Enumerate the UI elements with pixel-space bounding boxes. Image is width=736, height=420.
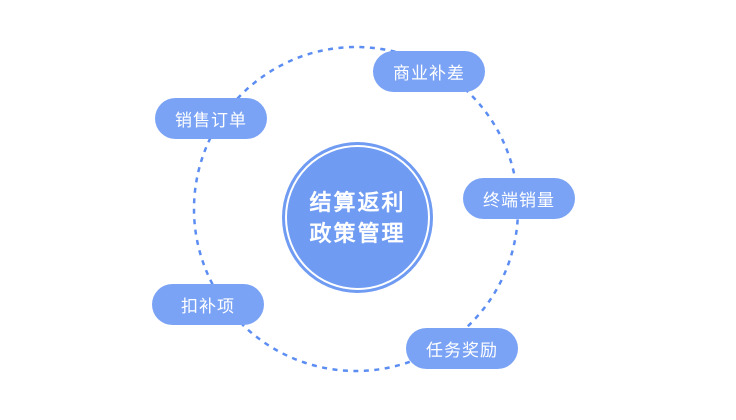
node-label: 任务奖励 (426, 341, 498, 360)
center-node-label-line2: 政策管理 (309, 220, 406, 246)
node-label: 扣补项 (181, 297, 235, 316)
center-node-label-line1: 结算返利 (309, 189, 406, 215)
node-label: 终端销量 (483, 191, 555, 210)
node-commercial-compensation: 商业补差 (373, 51, 485, 92)
node-task-reward: 任务奖励 (406, 328, 518, 369)
node-terminal-sales: 终端销量 (463, 178, 575, 219)
node-deduction-item: 扣补项 (152, 284, 264, 325)
node-label: 销售订单 (175, 111, 247, 130)
node-sales-order: 销售订单 (155, 98, 267, 139)
center-node: 结算返利 政策管理 (282, 142, 433, 293)
node-label: 商业补差 (393, 64, 465, 83)
